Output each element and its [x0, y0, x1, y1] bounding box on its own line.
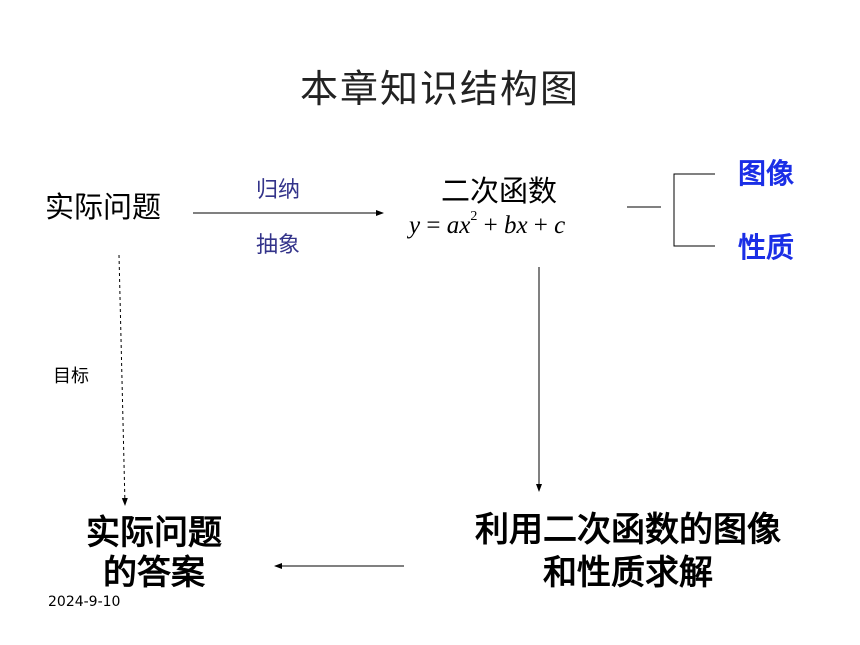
formula-plus1: + [477, 212, 504, 239]
arrow-goal-dashed [118, 254, 128, 506]
footer-date: 2024-9-10 [48, 594, 121, 610]
edge-label-abstract: 抽象 [256, 233, 301, 258]
formula-equals: = [420, 212, 447, 239]
solve-line-2: 和性质求解 [543, 553, 713, 593]
page-title: 本章知识结构图 [299, 67, 580, 111]
answer-line-1: 实际问题 [86, 513, 222, 553]
node-property: 性质 [738, 231, 795, 264]
formula-a: a [446, 212, 460, 239]
node-graph: 图像 [738, 157, 795, 190]
edge-label-goal: 目标 [53, 366, 89, 387]
brace-bracket [673, 173, 715, 247]
node-quadratic-function: 二次函数 [441, 174, 558, 208]
solve-line-1: 利用二次函数的图像 [475, 510, 781, 550]
node-answer: 实际问题 的答案 [65, 513, 243, 593]
formula-b: b [503, 212, 517, 239]
formula-c: c [554, 212, 566, 239]
formula-x1: x [459, 212, 471, 239]
answer-line-2: 的答案 [103, 553, 205, 593]
edge-label-induct: 归纳 [256, 178, 301, 203]
formula-exponent: 2 [470, 208, 478, 224]
quadratic-formula: y = ax2 + bx + c [409, 208, 566, 240]
formula-y: y [409, 212, 421, 239]
formula-plus2: + [527, 212, 555, 239]
formula-x2: x [516, 212, 528, 239]
node-actual-problem: 实际问题 [45, 190, 162, 224]
node-solve: 利用二次函数的图像 和性质求解 [448, 509, 808, 595]
